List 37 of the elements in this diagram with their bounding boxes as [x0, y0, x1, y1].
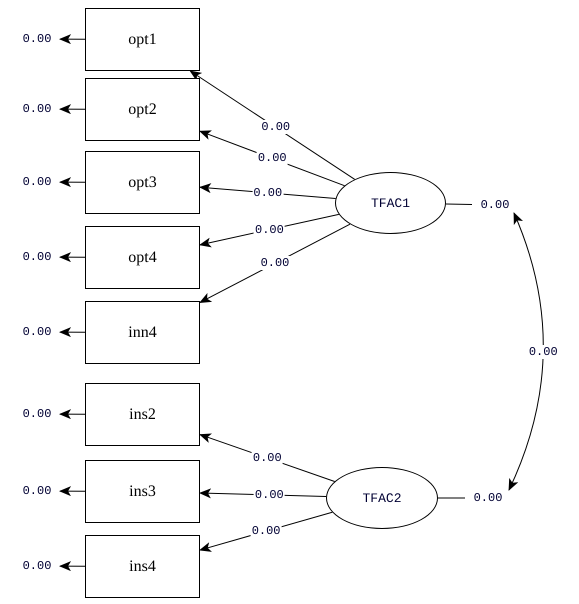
variable-box: opt1	[85, 8, 200, 71]
edge-label: 0.00	[260, 256, 290, 270]
arrow	[59, 104, 86, 114]
factor-ellipse: TFAC1	[335, 172, 446, 234]
edge-label: 0.00	[528, 344, 559, 358]
value-text: 0.00	[14, 31, 60, 47]
arrow	[59, 486, 86, 496]
variable-box: ins3	[85, 460, 200, 523]
variable-box: opt3	[85, 151, 200, 214]
value-text: 0.00	[14, 249, 60, 265]
variable-box: inn4	[85, 301, 200, 364]
edge-label: 0.00	[252, 451, 283, 465]
connector-line	[445, 204, 472, 206]
value-text: 0.00	[472, 197, 518, 213]
arrow	[59, 177, 86, 188]
value-text: 0.00	[14, 406, 60, 422]
edge-label: 0.00	[256, 151, 288, 166]
edge-label: 0.00	[250, 524, 282, 538]
variable-box: ins2	[85, 383, 200, 446]
arrow	[59, 327, 86, 338]
value-text: 0.00	[14, 483, 60, 499]
arrow	[59, 34, 86, 44]
value-text: 0.00	[465, 490, 511, 506]
variable-box: opt2	[85, 78, 200, 141]
variable-box: ins4	[85, 535, 200, 598]
value-text: 0.00	[14, 101, 60, 117]
value-text: 0.00	[14, 324, 60, 340]
variable-box: opt4	[85, 226, 200, 289]
factor-ellipse: TFAC2	[326, 467, 438, 529]
arrow	[59, 409, 86, 420]
value-text: 0.00	[14, 558, 60, 574]
covariance-arrow	[508, 212, 544, 491]
value-text: 0.00	[14, 174, 60, 190]
arrow	[59, 561, 86, 572]
arrow	[59, 252, 86, 262]
edge-label: 0.00	[260, 120, 292, 134]
arrow	[189, 70, 356, 180]
